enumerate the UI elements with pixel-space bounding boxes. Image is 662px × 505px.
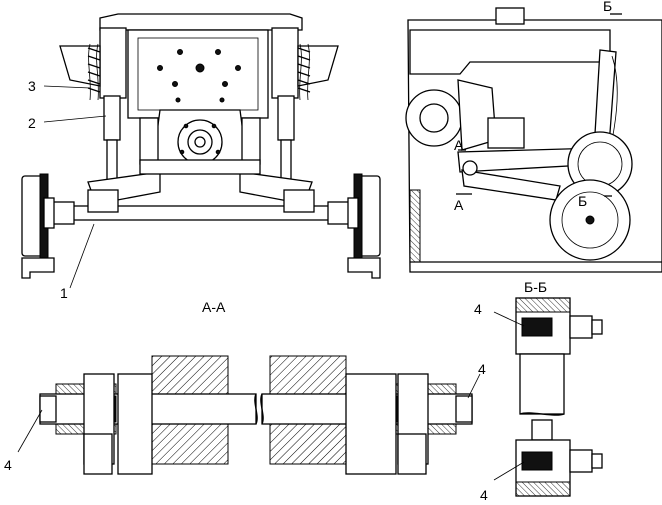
- label-part-3: 3: [28, 78, 36, 94]
- label-part-4-bb-bottom: 4: [480, 487, 488, 503]
- section-aa: [17, 355, 481, 475]
- section-bb-title: Б-Б: [524, 279, 547, 295]
- section-bb: [493, 297, 603, 497]
- section-aa-title: А-А: [202, 299, 226, 315]
- label-part-1: 1: [60, 285, 68, 301]
- label-cut-b-top: Б: [603, 0, 612, 14]
- label-cut-a-top: А: [454, 137, 464, 153]
- label-part-4-right: 4: [478, 361, 486, 377]
- label-part-4-bb-top: 4: [474, 301, 482, 317]
- label-part-2: 2: [28, 115, 36, 131]
- label-cut-a-bottom: А: [454, 197, 464, 213]
- chain-right: [297, 43, 311, 101]
- label-cut-b-mid: Б: [578, 193, 587, 209]
- label-part-4-left: 4: [4, 457, 12, 473]
- front-view-axle: [21, 13, 381, 289]
- chain-left: [87, 43, 101, 101]
- side-view: [405, 7, 662, 273]
